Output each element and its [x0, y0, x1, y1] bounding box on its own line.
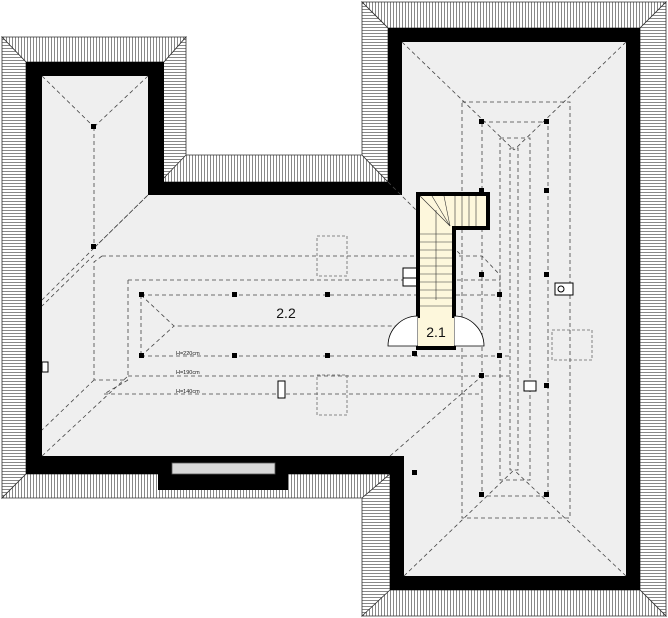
roof-window — [316, 235, 348, 277]
vent — [402, 277, 418, 287]
vent — [523, 380, 537, 392]
window-opening — [171, 462, 276, 475]
vent — [277, 380, 286, 399]
chimney-vents — [41, 267, 574, 399]
eave-right-top — [361, 1, 667, 29]
room-number-2-2: 2.2 — [276, 305, 296, 321]
roof-window — [551, 329, 593, 361]
eave-left-side — [1, 36, 27, 499]
eave-right-inner-top — [361, 1, 389, 183]
eave-right-bottom — [361, 589, 667, 617]
height-line-label: H=220cm — [176, 351, 200, 357]
eave-notch-top — [159, 154, 389, 183]
roof-posts — [91, 119, 549, 497]
room-number-2-1: 2.1 — [426, 324, 446, 340]
attic-floor — [42, 42, 626, 576]
vent — [402, 267, 418, 279]
vent — [41, 361, 49, 373]
staircase — [387, 192, 490, 350]
height-line-label: H=140cm — [176, 389, 200, 395]
door-swing-left — [387, 315, 419, 347]
roof-window — [316, 374, 348, 416]
eave-right-side — [639, 1, 667, 617]
roof-windows — [316, 235, 593, 416]
door-swing-right — [453, 315, 485, 347]
height-line-label: H=190cm — [176, 370, 200, 376]
eave-left-top — [1, 36, 187, 63]
